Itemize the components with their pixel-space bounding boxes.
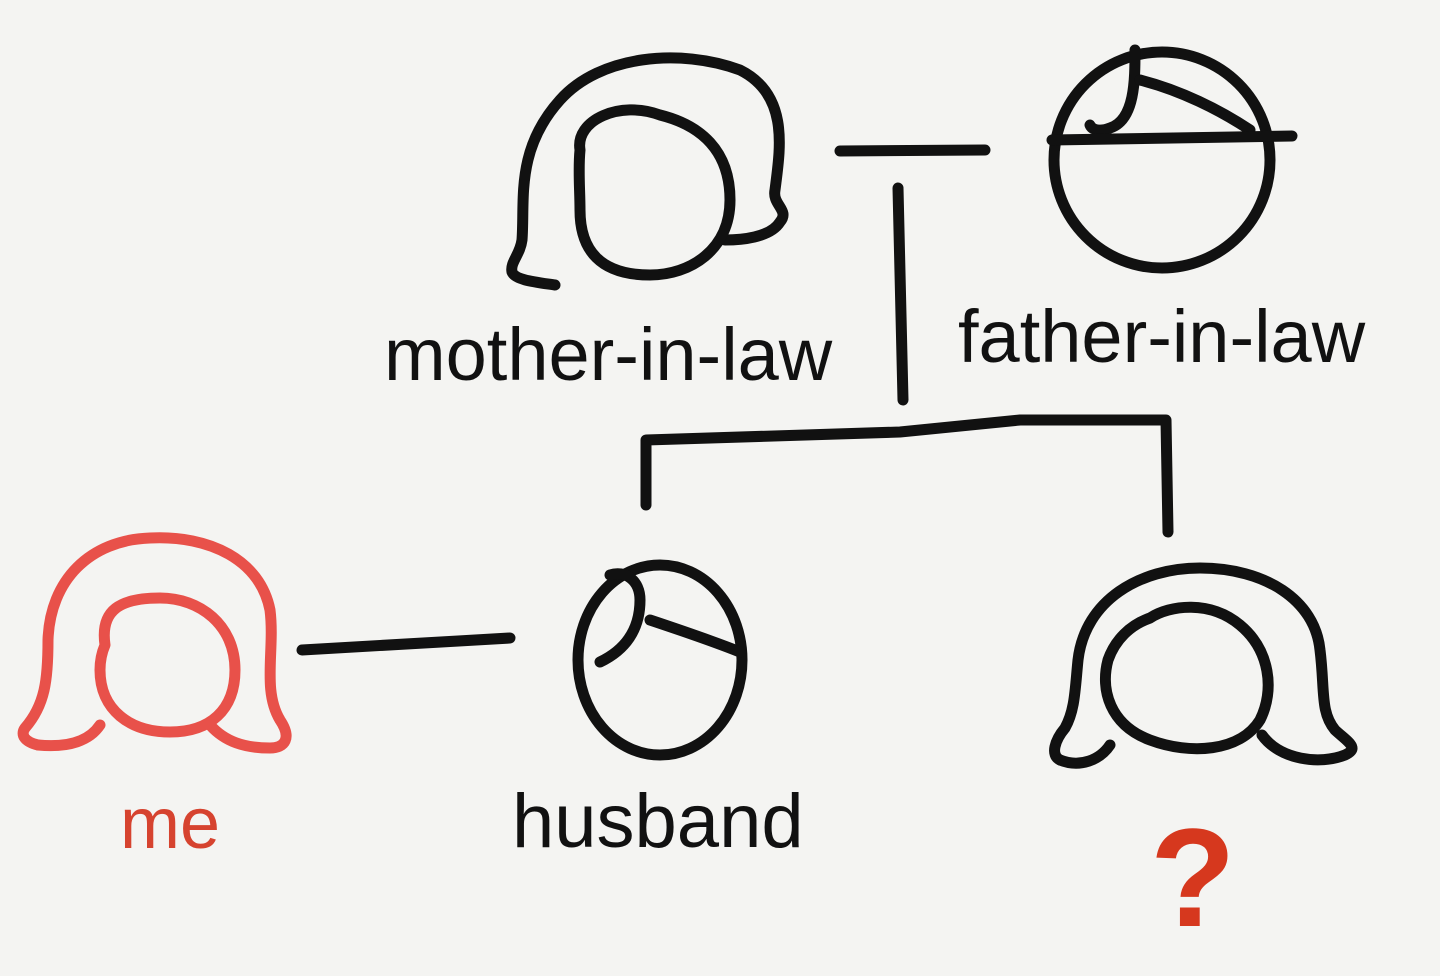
me-husband-marriage-line bbox=[296, 632, 516, 656]
unknown-head-icon bbox=[1049, 562, 1358, 769]
husband-label: husband bbox=[512, 779, 804, 864]
me-head-icon bbox=[17, 532, 292, 754]
sibling-bar-line bbox=[640, 414, 1174, 538]
mother-in-law-head-icon bbox=[506, 52, 789, 291]
in-laws-marriage-line bbox=[834, 144, 991, 157]
in-laws-descent-line bbox=[892, 182, 909, 406]
husband-head-icon bbox=[572, 559, 748, 761]
unknown-question-label: ? bbox=[1150, 799, 1236, 956]
mother-in-law-label: mother-in-law bbox=[384, 313, 833, 396]
father-in-law-label: father-in-law bbox=[958, 295, 1366, 378]
me-label: me bbox=[120, 784, 221, 864]
father-in-law-head-icon bbox=[1046, 44, 1298, 274]
